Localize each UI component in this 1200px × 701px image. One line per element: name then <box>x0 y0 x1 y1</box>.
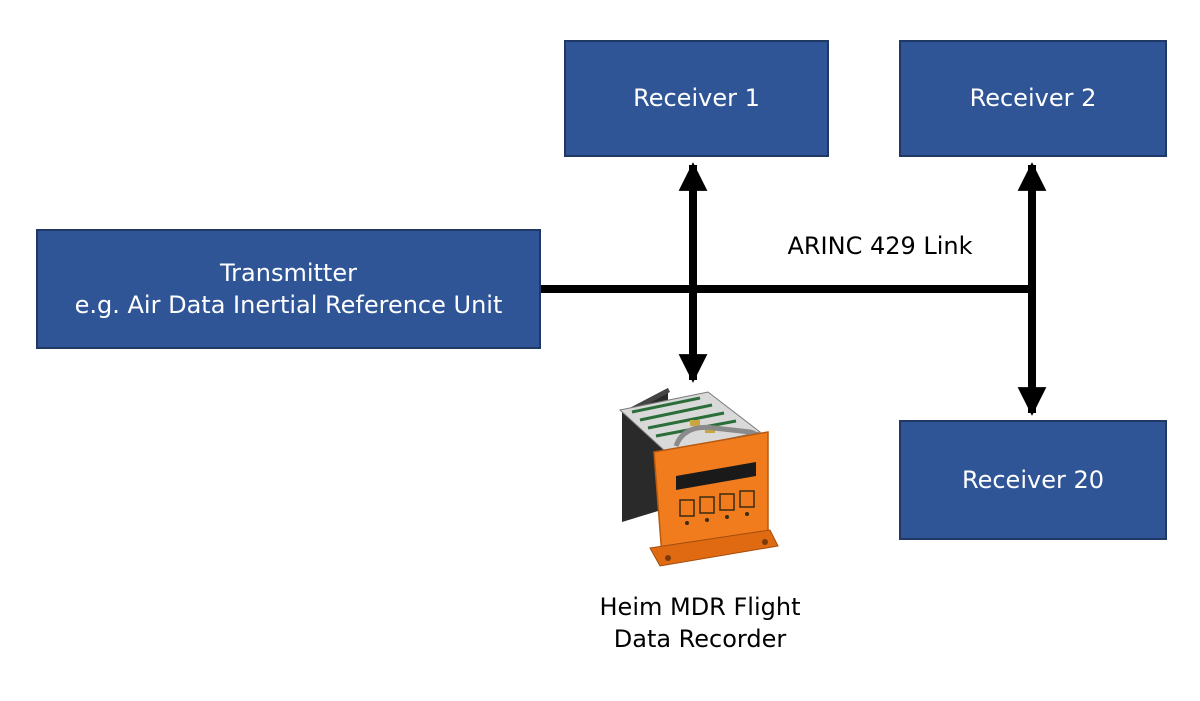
transmitter-box: Transmitter e.g. Air Data Inertial Refer… <box>36 229 541 349</box>
recorder-caption-line-2: Data Recorder <box>613 625 787 654</box>
receiver-20-label: Receiver 20 <box>962 465 1104 494</box>
transmitter-title: Transmitter <box>220 258 357 287</box>
receiver-20-box: Receiver 20 <box>899 420 1167 540</box>
receiver-2-box: Receiver 2 <box>899 40 1167 157</box>
arinc-link-label: ARINC 429 Link <box>787 232 973 260</box>
recorder-caption-line-1: Heim MDR Flight <box>599 593 801 621</box>
receiver-2-label: Receiver 2 <box>969 84 1097 113</box>
arinc-bus <box>540 162 1047 416</box>
receiver-1-box: Receiver 1 <box>564 40 829 157</box>
transmitter-subtitle: e.g. Air Data Inertial Reference Unit <box>74 291 503 319</box>
recorder-caption: Heim MDR Flight Data Recorder <box>560 591 840 656</box>
recorder-illustration <box>618 388 779 567</box>
receiver-1-label: Receiver 1 <box>633 84 760 113</box>
